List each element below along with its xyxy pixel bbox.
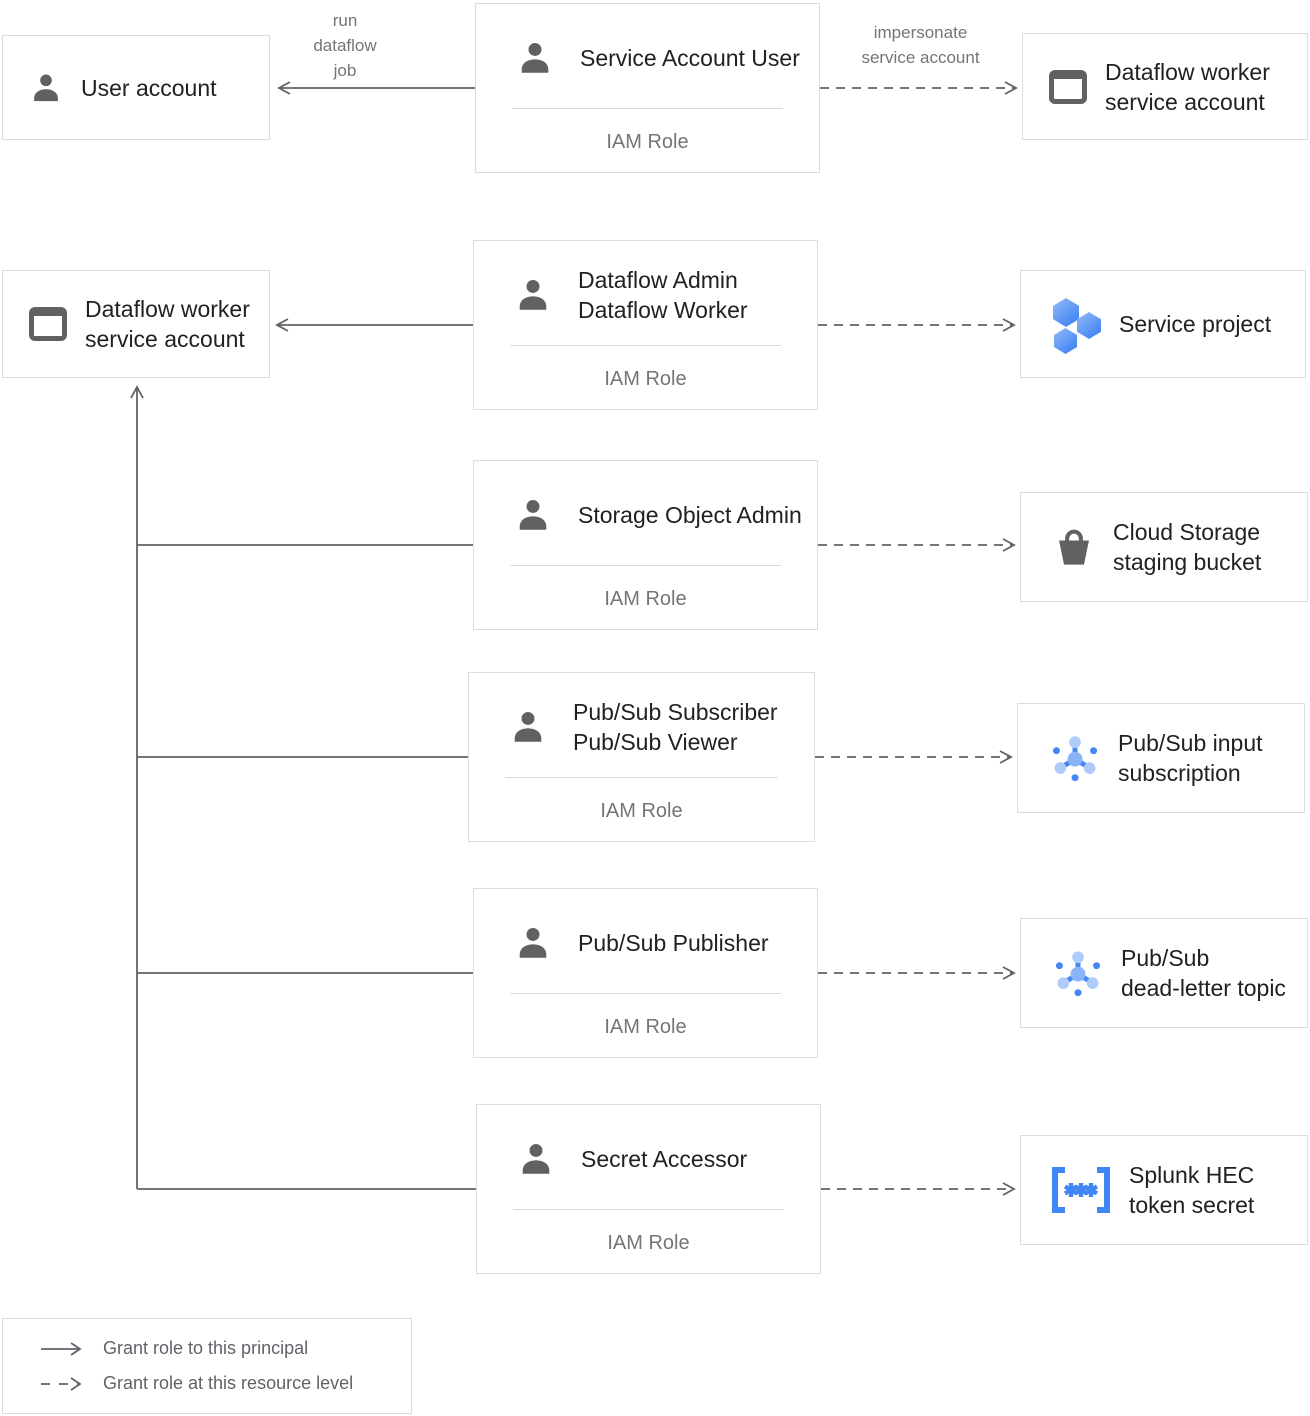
person-icon <box>517 1140 555 1178</box>
service-project-card: Service project <box>1020 270 1306 378</box>
role-card-service-account-user: Service Account User IAM Role <box>475 3 820 173</box>
role-card-dataflow-admin: Dataflow Admin Dataflow Worker IAM Role <box>473 240 818 410</box>
divider <box>510 993 781 994</box>
service-account-icon <box>1049 69 1087 104</box>
pubsub-deadletter-card: Pub/Sub dead-letter topic <box>1020 918 1308 1028</box>
role-title: Pub/Sub Subscriber Pub/Sub Viewer <box>573 699 778 755</box>
secret-icon <box>1045 1164 1117 1216</box>
role-title: Dataflow Admin Dataflow Worker <box>578 267 748 323</box>
splunk-secret-card: Splunk HEC token secret <box>1020 1135 1308 1245</box>
iam-role-label: IAM Role <box>600 800 683 822</box>
iam-role-label: IAM Role <box>607 1232 690 1254</box>
divider <box>505 777 778 778</box>
legend-dashed-label: Grant role at this resource level <box>103 1373 354 1393</box>
dashed-arrow-icon <box>41 1376 82 1391</box>
edge-label-impersonate: impersonate service account <box>861 23 980 67</box>
pubsub-input-label: Pub/Sub input subscription <box>1118 730 1263 786</box>
person-icon <box>514 276 552 314</box>
edge-label-run-dataflow-job: run dataflow job <box>313 11 377 80</box>
legend-row-solid: Grant role to this principal <box>39 1338 411 1359</box>
pubsub-input-card: Pub/Sub input subscription <box>1017 703 1305 813</box>
dataflow-worker-sa-label: Dataflow worker service account <box>85 296 250 352</box>
service-project-label: Service project <box>1119 311 1272 337</box>
legend-solid-label: Grant role to this principal <box>103 1338 309 1358</box>
pubsub-icon <box>1051 946 1105 1000</box>
divider <box>512 108 783 109</box>
role-title: Storage Object Admin <box>578 502 802 528</box>
user-account-card: User account <box>2 35 270 140</box>
person-icon <box>514 496 552 534</box>
splunk-secret-label: Splunk HEC token secret <box>1129 1162 1255 1218</box>
solid-arrow-icon <box>41 1341 82 1356</box>
iam-role-label: IAM Role <box>606 131 689 153</box>
role-title: Pub/Sub Publisher <box>578 930 769 956</box>
role-card-secret-accessor: Secret Accessor IAM Role <box>476 1104 821 1274</box>
person-icon <box>29 71 63 105</box>
service-account-icon <box>29 307 67 341</box>
divider <box>510 345 781 346</box>
person-icon <box>516 39 554 77</box>
role-title: Service Account User <box>580 45 800 71</box>
iam-role-label: IAM Role <box>604 368 687 390</box>
user-account-label: User account <box>81 74 217 101</box>
iam-role-label: IAM Role <box>604 1016 687 1038</box>
iam-role-label: IAM Role <box>604 588 687 610</box>
person-icon <box>509 708 547 746</box>
person-icon <box>514 924 552 962</box>
dataflow-worker-sa-label: Dataflow worker service account <box>1105 58 1270 115</box>
legend-row-dashed: Grant role at this resource level <box>39 1373 411 1394</box>
role-title: Secret Accessor <box>581 1146 748 1172</box>
dataflow-worker-sa-card-left: Dataflow worker service account <box>2 270 270 378</box>
divider <box>510 565 781 566</box>
dataflow-worker-sa-card-top: Dataflow worker service account <box>1022 33 1308 140</box>
pubsub-deadletter-label: Pub/Sub dead-letter topic <box>1121 945 1286 1001</box>
divider <box>513 1209 784 1210</box>
pubsub-icon <box>1048 731 1102 785</box>
role-card-pubsub-publisher: Pub/Sub Publisher IAM Role <box>473 888 818 1058</box>
legend: Grant role to this principal Grant role … <box>2 1318 412 1414</box>
role-card-storage-object-admin: Storage Object Admin IAM Role <box>473 460 818 630</box>
role-card-pubsub-subscriber: Pub/Sub Subscriber Pub/Sub Viewer IAM Ro… <box>468 672 815 842</box>
cloud-storage-label: Cloud Storage staging bucket <box>1113 519 1262 575</box>
bucket-icon <box>1051 524 1097 570</box>
cloud-storage-card: Cloud Storage staging bucket <box>1020 492 1308 602</box>
project-icon <box>1051 298 1103 354</box>
